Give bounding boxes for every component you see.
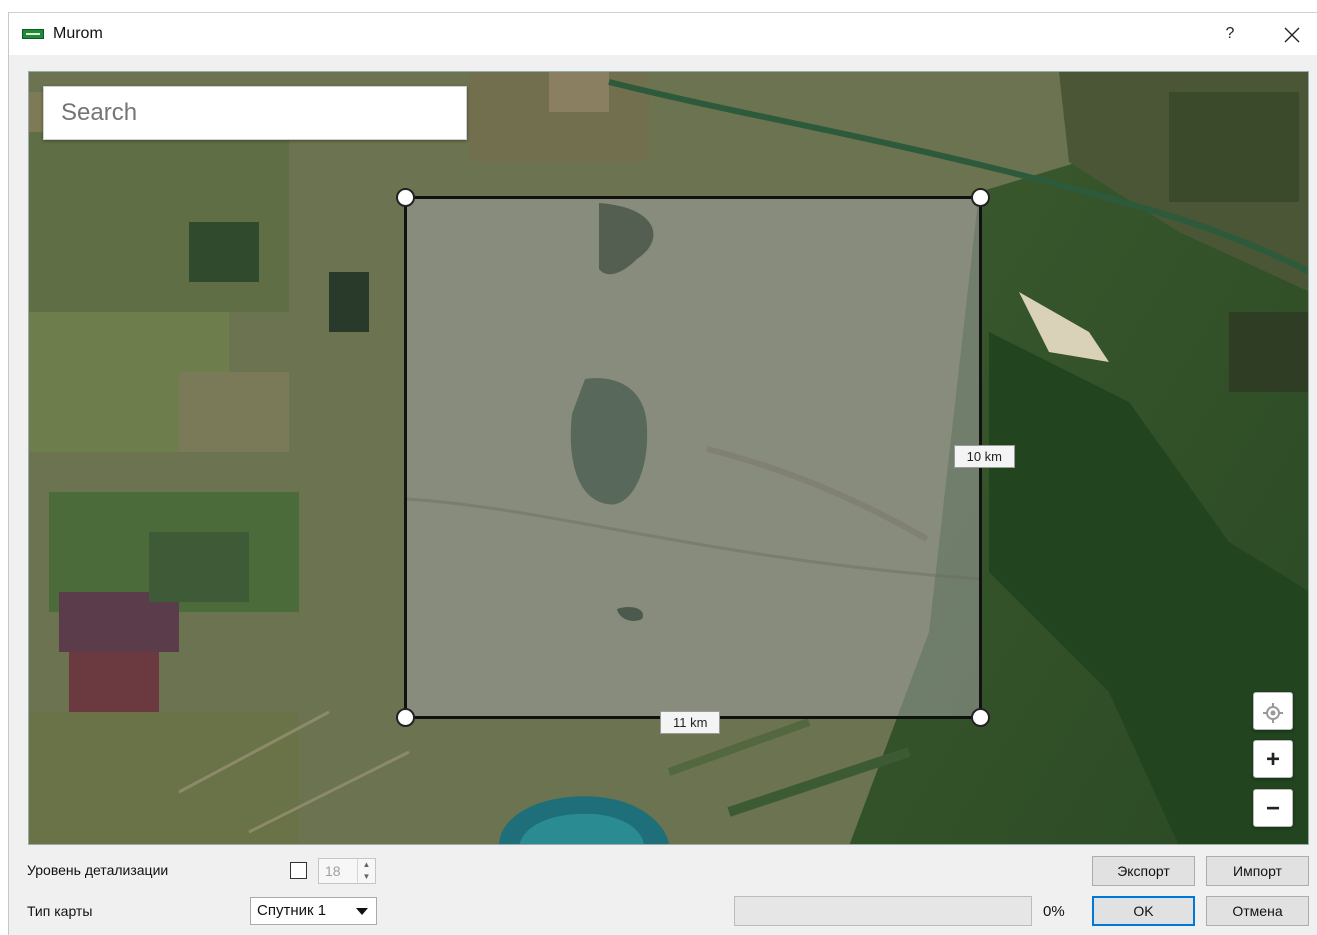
locate-button[interactable] [1253, 692, 1293, 730]
murom-dialog: Murom ? [8, 12, 1317, 935]
lod-value: 18 [325, 863, 341, 879]
selection-area[interactable]: 11 km 10 km [396, 188, 1015, 734]
ok-button[interactable]: OK [1092, 896, 1195, 926]
map-view[interactable]: 11 km 10 km + − [28, 71, 1309, 845]
crosshair-icon [1263, 703, 1283, 724]
window-title: Murom [53, 25, 103, 42]
height-label: 10 km [953, 445, 1015, 468]
cancel-button[interactable]: Отмена [1206, 896, 1309, 926]
lod-label: Уровень детализации [27, 862, 169, 878]
chevron-down-icon [356, 908, 368, 915]
map-type-select[interactable]: Спутник 1 [250, 897, 377, 925]
resize-handle-top-right[interactable] [971, 188, 990, 207]
resize-handle-bottom-left[interactable] [396, 708, 415, 727]
resize-handle-top-left[interactable] [396, 188, 415, 207]
app-icon [22, 29, 44, 39]
close-button[interactable] [1275, 21, 1309, 47]
zoom-out-button[interactable]: − [1253, 789, 1293, 827]
export-button[interactable]: Экспорт [1092, 856, 1195, 886]
zoom-in-button[interactable]: + [1253, 740, 1293, 778]
lod-spinbox[interactable]: 18 ▲▼ [318, 858, 376, 884]
map-type-label: Тип карты [27, 903, 93, 919]
close-icon [1284, 27, 1300, 43]
search-input[interactable] [43, 86, 467, 140]
lod-checkbox[interactable] [290, 862, 307, 879]
selected-terrain [407, 203, 979, 621]
resize-handle-bottom-right[interactable] [971, 708, 990, 727]
download-progress-bar [734, 896, 1032, 926]
map-type-value: Спутник 1 [257, 902, 327, 919]
help-button[interactable]: ? [1225, 25, 1235, 42]
spin-arrows-icon[interactable]: ▲▼ [357, 859, 375, 883]
width-label: 11 km [660, 711, 721, 734]
import-button[interactable]: Импорт [1206, 856, 1309, 886]
progress-percent: 0% [1043, 903, 1065, 920]
title-bar: Murom ? [9, 13, 1317, 55]
